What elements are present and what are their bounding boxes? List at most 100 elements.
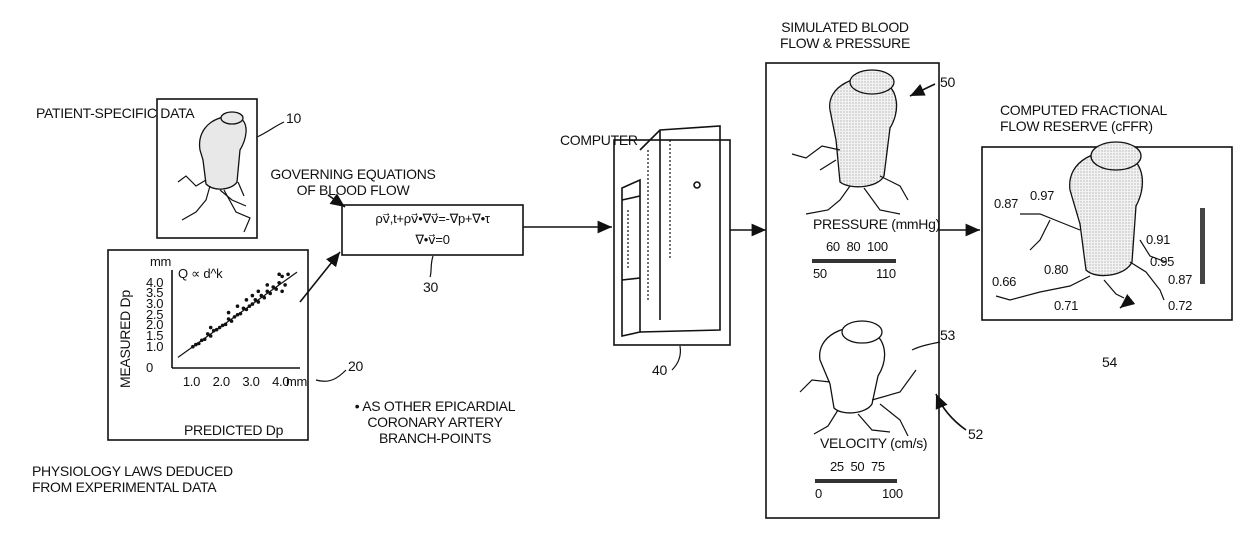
computer-icon (614, 126, 730, 345)
plot-y-tick: 4.0 (146, 275, 163, 291)
simulated-title-line2: FLOW & PRESSURE (745, 35, 945, 51)
plot-point (248, 304, 252, 308)
plot-point (277, 281, 281, 285)
note-line1: • AS OTHER EPICARDIAL (330, 398, 540, 414)
cffr-value: 0.87 (994, 196, 1018, 212)
ref-50-arrow (910, 84, 935, 96)
ref-label-53: 53 (940, 327, 955, 343)
cffr-value: 0.91 (1146, 232, 1170, 248)
pressure-ticks-top: 60 80 100 (826, 239, 888, 255)
physiology-title-line2: FROM EXPERIMENTAL DATA (32, 479, 216, 495)
plot-point (257, 290, 261, 294)
cffr-value: 0.87 (1168, 272, 1192, 288)
cffr-value: 0.80 (1044, 262, 1068, 278)
note-line2: CORONARY ARTERY (330, 414, 540, 430)
ref-53-leader (912, 342, 940, 350)
plot-point (277, 272, 281, 276)
velocity-ticks-top: 25 50 75 (830, 459, 885, 475)
plot-point (265, 290, 269, 294)
ref-54-arrow (1120, 300, 1130, 308)
velocity-label: VELOCITY (cm/s) (820, 435, 927, 451)
ref-label-10: 10 (286, 110, 301, 126)
plot-point (206, 332, 210, 336)
governing-title-line2: OF BLOOD FLOW (268, 182, 438, 198)
pressure-scale-bar (812, 259, 896, 263)
plot-point (239, 312, 243, 316)
pressure-min: 50 (813, 266, 827, 282)
plot-x-label: PREDICTED Dp (184, 422, 283, 438)
plot-point (286, 272, 290, 276)
ref-30-leader (430, 256, 433, 277)
plot-point (209, 334, 213, 338)
simulated-title-line1: SIMULATED BLOOD (745, 19, 945, 35)
plot-point (262, 296, 266, 300)
patient-heart-icon (178, 112, 250, 232)
plot-point (280, 275, 284, 279)
ref-label-20: 20 (348, 358, 363, 374)
plot-point (197, 342, 201, 346)
plot-point (245, 308, 249, 312)
plot-point (271, 285, 275, 289)
plot-point (265, 283, 269, 287)
physiology-title-line1: PHYSIOLOGY LAWS DEDUCED (32, 463, 233, 479)
plot-point (233, 315, 237, 319)
arrow-plot-to-equations (300, 252, 340, 302)
plot-point (209, 326, 213, 330)
plot-point (257, 300, 261, 304)
velocity-min: 0 (815, 486, 822, 502)
cffr-value: 0.97 (1030, 188, 1054, 204)
equation-continuity: ∇•v⃗=0 (342, 232, 523, 248)
plot-point (218, 326, 222, 330)
cffr-title-line2: FLOW RESERVE (cFFR) (1000, 118, 1153, 134)
ref-40-leader (672, 346, 680, 370)
plot-point (268, 292, 272, 296)
cffr-title-line1: COMPUTED FRACTIONAL (1000, 102, 1167, 118)
ref-label-40: 40 (652, 362, 667, 378)
cffr-value: 0.66 (992, 274, 1016, 290)
cffr-value: 0.72 (1168, 298, 1192, 314)
cffr-scale-bar (1200, 208, 1205, 284)
ref-label-50: 50 (940, 74, 955, 90)
velocity-max: 100 (882, 486, 903, 502)
equation-momentum: ρv⃗,t+ρv⃗•∇v⃗=-∇p+∇•τ (342, 211, 523, 227)
pressure-heart-icon (792, 70, 908, 214)
plot-point (203, 337, 207, 341)
plot-point (245, 298, 249, 302)
plot-point (227, 317, 231, 321)
plot-x-tick: 3.0 (242, 374, 259, 390)
plot-point (280, 290, 284, 294)
plot-point (251, 294, 255, 298)
scatter-layer (178, 272, 297, 357)
ref-label-30: 30 (423, 279, 438, 295)
pressure-label: PRESSURE (mmHg) (813, 216, 940, 232)
plot-point (191, 345, 195, 349)
cffr-value: 0.71 (1054, 298, 1078, 314)
ref-52-arrow (936, 394, 966, 430)
ref-20-leader (316, 370, 346, 381)
plot-point (251, 302, 255, 306)
ref-label-52: 52 (968, 426, 983, 442)
cffr-value: 0.95 (1150, 254, 1174, 270)
patient-data-title: PATIENT-SPECIFIC DATA (36, 105, 194, 121)
governing-title-line1: GOVERNING EQUATIONS (268, 166, 438, 182)
plot-point (236, 304, 240, 308)
ref-label-54: 54 (1102, 354, 1117, 370)
plot-point (274, 287, 278, 291)
plot-y-tick: 0 (146, 360, 153, 376)
plot-point (227, 311, 231, 315)
plot-x-tick: 1.0 (183, 374, 200, 390)
velocity-heart-icon (800, 321, 916, 436)
plot-x-tick: 4.0 (272, 374, 289, 390)
plot-x-tick: 2.0 (213, 374, 230, 390)
plot-point (254, 298, 258, 302)
pressure-max: 110 (876, 266, 896, 282)
plot-point (215, 328, 219, 332)
plot-point (283, 283, 287, 287)
plot-title: Q ∝ d^k (178, 266, 222, 282)
ref-10-leader (257, 122, 284, 137)
note-line3: BRANCH-POINTS (330, 430, 540, 446)
plot-point (260, 294, 264, 298)
computer-title: COMPUTER (560, 132, 638, 148)
plot-point (230, 319, 234, 323)
plot-y-unit: mm (150, 254, 171, 270)
